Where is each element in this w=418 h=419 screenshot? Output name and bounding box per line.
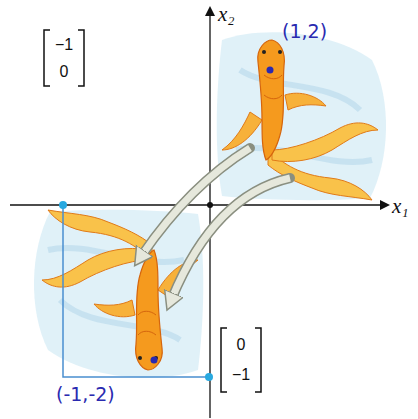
point-dot bbox=[205, 373, 213, 381]
matrix-entry: 0 bbox=[60, 64, 69, 80]
matrix-entry: −1 bbox=[232, 367, 250, 383]
handwritten-note: (1,2) bbox=[282, 22, 327, 41]
mapping-arrow-outline bbox=[142, 148, 250, 255]
axis-label: x₂ bbox=[218, 4, 235, 25]
axis-label: x₁ bbox=[392, 196, 409, 217]
handwritten-note: (-1,-2) bbox=[56, 385, 115, 404]
x2-axis bbox=[209, 14, 210, 418]
point-dot bbox=[59, 201, 67, 209]
origin-dot bbox=[207, 202, 213, 208]
mapping-arrow bbox=[142, 148, 250, 255]
unit-square-edge bbox=[63, 205, 209, 377]
handwritten-dot bbox=[267, 67, 274, 74]
matrix-bracket bbox=[44, 30, 84, 86]
upper-fish bbox=[217, 32, 386, 200]
matrix-entry: −1 bbox=[55, 37, 73, 53]
handwritten-dot bbox=[151, 357, 158, 364]
matrix-bracket bbox=[221, 328, 261, 392]
matrix-entry: 0 bbox=[237, 337, 246, 353]
